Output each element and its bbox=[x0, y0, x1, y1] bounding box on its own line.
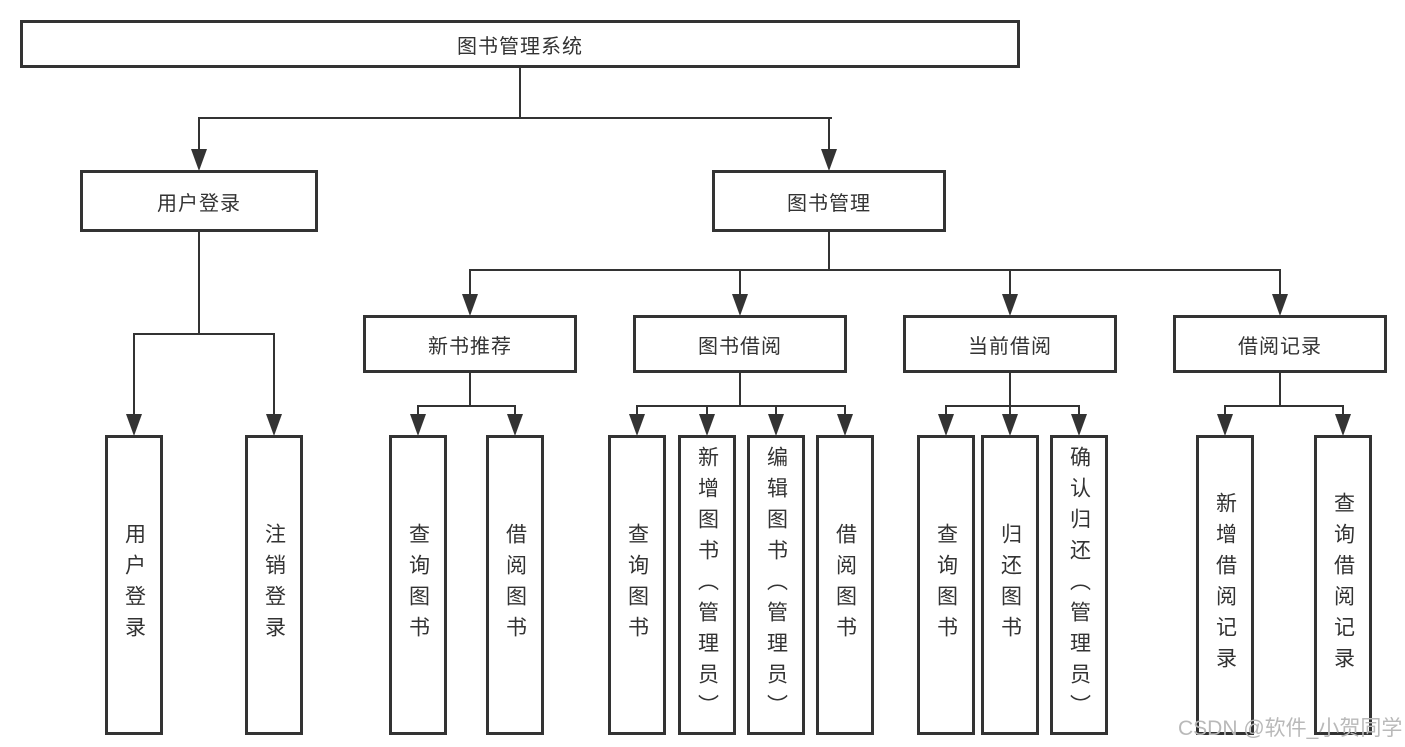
node-label: 图书借阅 bbox=[698, 335, 782, 358]
connector-l3-stub bbox=[1279, 269, 1281, 296]
connector-leaf-stub bbox=[417, 405, 419, 416]
arrow-down-icon bbox=[699, 414, 715, 436]
arrow-down-icon bbox=[266, 414, 282, 436]
node-label: 查询借阅记录 bbox=[1331, 492, 1355, 678]
connector-nbr-rail bbox=[417, 405, 516, 407]
connector-leaf-stub bbox=[1342, 405, 1344, 416]
leaf-bb-query-books: 查询图书 bbox=[608, 435, 666, 735]
connector-book-mgmt-stub bbox=[828, 117, 830, 151]
arrow-down-icon bbox=[507, 414, 523, 436]
watermark: CSDN @软件_小贺同学 bbox=[1178, 717, 1403, 740]
connector-root-drop bbox=[519, 68, 521, 118]
arrow-down-icon bbox=[768, 414, 784, 436]
arrow-down-icon bbox=[821, 149, 837, 171]
connector-leaf-stub bbox=[133, 333, 135, 416]
node-label: 新书推荐 bbox=[428, 335, 512, 358]
connector-leaf-stub bbox=[636, 405, 638, 416]
node-label: 查询图书 bbox=[406, 523, 430, 647]
node-label: 新增借阅记录 bbox=[1213, 492, 1237, 678]
arrow-down-icon bbox=[191, 149, 207, 171]
node-current-borrowing: 当前借阅 bbox=[903, 315, 1117, 373]
connector-book-mgmt-rail bbox=[469, 269, 1281, 271]
connector-leaf-stub bbox=[514, 405, 516, 416]
connector-leaf-stub bbox=[706, 405, 708, 416]
arrow-down-icon bbox=[938, 414, 954, 436]
leaf-br-query-record: 查询借阅记录 bbox=[1314, 435, 1372, 735]
connector-cb-rail bbox=[945, 405, 1080, 407]
connector-leaf-stub bbox=[1078, 405, 1080, 416]
leaf-bb-borrow-books: 借阅图书 bbox=[816, 435, 874, 735]
connector-leaf-stub bbox=[1224, 405, 1226, 416]
connector-cb-drop bbox=[1009, 373, 1011, 407]
connector-book-mgmt-drop bbox=[828, 232, 830, 271]
connector-br-drop bbox=[1279, 373, 1281, 407]
leaf-bb-add-books-admin: 新增图书（管理员） bbox=[678, 435, 736, 735]
arrow-down-icon bbox=[410, 414, 426, 436]
connector-leaf-stub bbox=[945, 405, 947, 416]
arrow-down-icon bbox=[837, 414, 853, 436]
connector-l3-stub bbox=[739, 269, 741, 296]
leaf-cb-confirm-return-admin: 确认归还（管理员） bbox=[1050, 435, 1108, 735]
connector-l3-stub bbox=[469, 269, 471, 296]
node-label: 新增图书（管理员） bbox=[695, 445, 719, 725]
arrow-down-icon bbox=[126, 414, 142, 436]
arrow-down-icon bbox=[1335, 414, 1351, 436]
node-label: 借阅图书 bbox=[833, 523, 857, 647]
node-label: 编辑图书（管理员） bbox=[764, 445, 788, 725]
arrow-down-icon bbox=[462, 294, 478, 316]
node-book-management: 图书管理 bbox=[712, 170, 946, 232]
connector-l3-stub bbox=[1009, 269, 1011, 296]
leaf-br-add-record: 新增借阅记录 bbox=[1196, 435, 1254, 735]
node-label: 查询图书 bbox=[625, 523, 649, 647]
connector-user-login-rail bbox=[133, 333, 275, 335]
connector-bb-drop bbox=[739, 373, 741, 407]
leaf-user-login: 用户登录 bbox=[105, 435, 163, 735]
connector-user-login-stub bbox=[198, 117, 200, 151]
node-label: 图书管理 bbox=[787, 192, 871, 215]
node-user-login: 用户登录 bbox=[80, 170, 318, 232]
arrow-down-icon bbox=[732, 294, 748, 316]
arrow-down-icon bbox=[1071, 414, 1087, 436]
connector-leaf-stub bbox=[844, 405, 846, 416]
leaf-cb-query-books: 查询图书 bbox=[917, 435, 975, 735]
node-label: 查询图书 bbox=[934, 523, 958, 647]
node-label: 注销登录 bbox=[262, 523, 286, 647]
node-borrowing-records: 借阅记录 bbox=[1173, 315, 1387, 373]
connector-bb-rail bbox=[636, 405, 846, 407]
node-label: 用户登录 bbox=[157, 192, 241, 215]
node-label: 确认归还（管理员） bbox=[1067, 445, 1091, 725]
node-library-management-system: 图书管理系统 bbox=[20, 20, 1020, 68]
node-label: 图书管理系统 bbox=[457, 35, 583, 58]
arrow-down-icon bbox=[629, 414, 645, 436]
connector-user-login-drop bbox=[198, 232, 200, 335]
arrow-down-icon bbox=[1002, 414, 1018, 436]
node-label: 当前借阅 bbox=[968, 335, 1052, 358]
leaf-logout: 注销登录 bbox=[245, 435, 303, 735]
connector-leaf-stub bbox=[273, 333, 275, 416]
connector-root-rail bbox=[198, 117, 832, 119]
node-label: 借阅记录 bbox=[1238, 335, 1322, 358]
arrow-down-icon bbox=[1002, 294, 1018, 316]
leaf-nbr-query-books: 查询图书 bbox=[389, 435, 447, 735]
node-new-book-recommend: 新书推荐 bbox=[363, 315, 577, 373]
leaf-bb-edit-books-admin: 编辑图书（管理员） bbox=[747, 435, 805, 735]
connector-nbr-drop bbox=[469, 373, 471, 407]
node-label: 归还图书 bbox=[998, 523, 1022, 647]
connector-br-rail bbox=[1224, 405, 1344, 407]
node-label: 用户登录 bbox=[122, 523, 146, 647]
connector-leaf-stub bbox=[775, 405, 777, 416]
leaf-cb-return-books: 归还图书 bbox=[981, 435, 1039, 735]
node-label: 借阅图书 bbox=[503, 523, 527, 647]
leaf-nbr-borrow-books: 借阅图书 bbox=[486, 435, 544, 735]
arrow-down-icon bbox=[1217, 414, 1233, 436]
connector-leaf-stub bbox=[1009, 405, 1011, 416]
node-book-borrowing: 图书借阅 bbox=[633, 315, 847, 373]
arrow-down-icon bbox=[1272, 294, 1288, 316]
